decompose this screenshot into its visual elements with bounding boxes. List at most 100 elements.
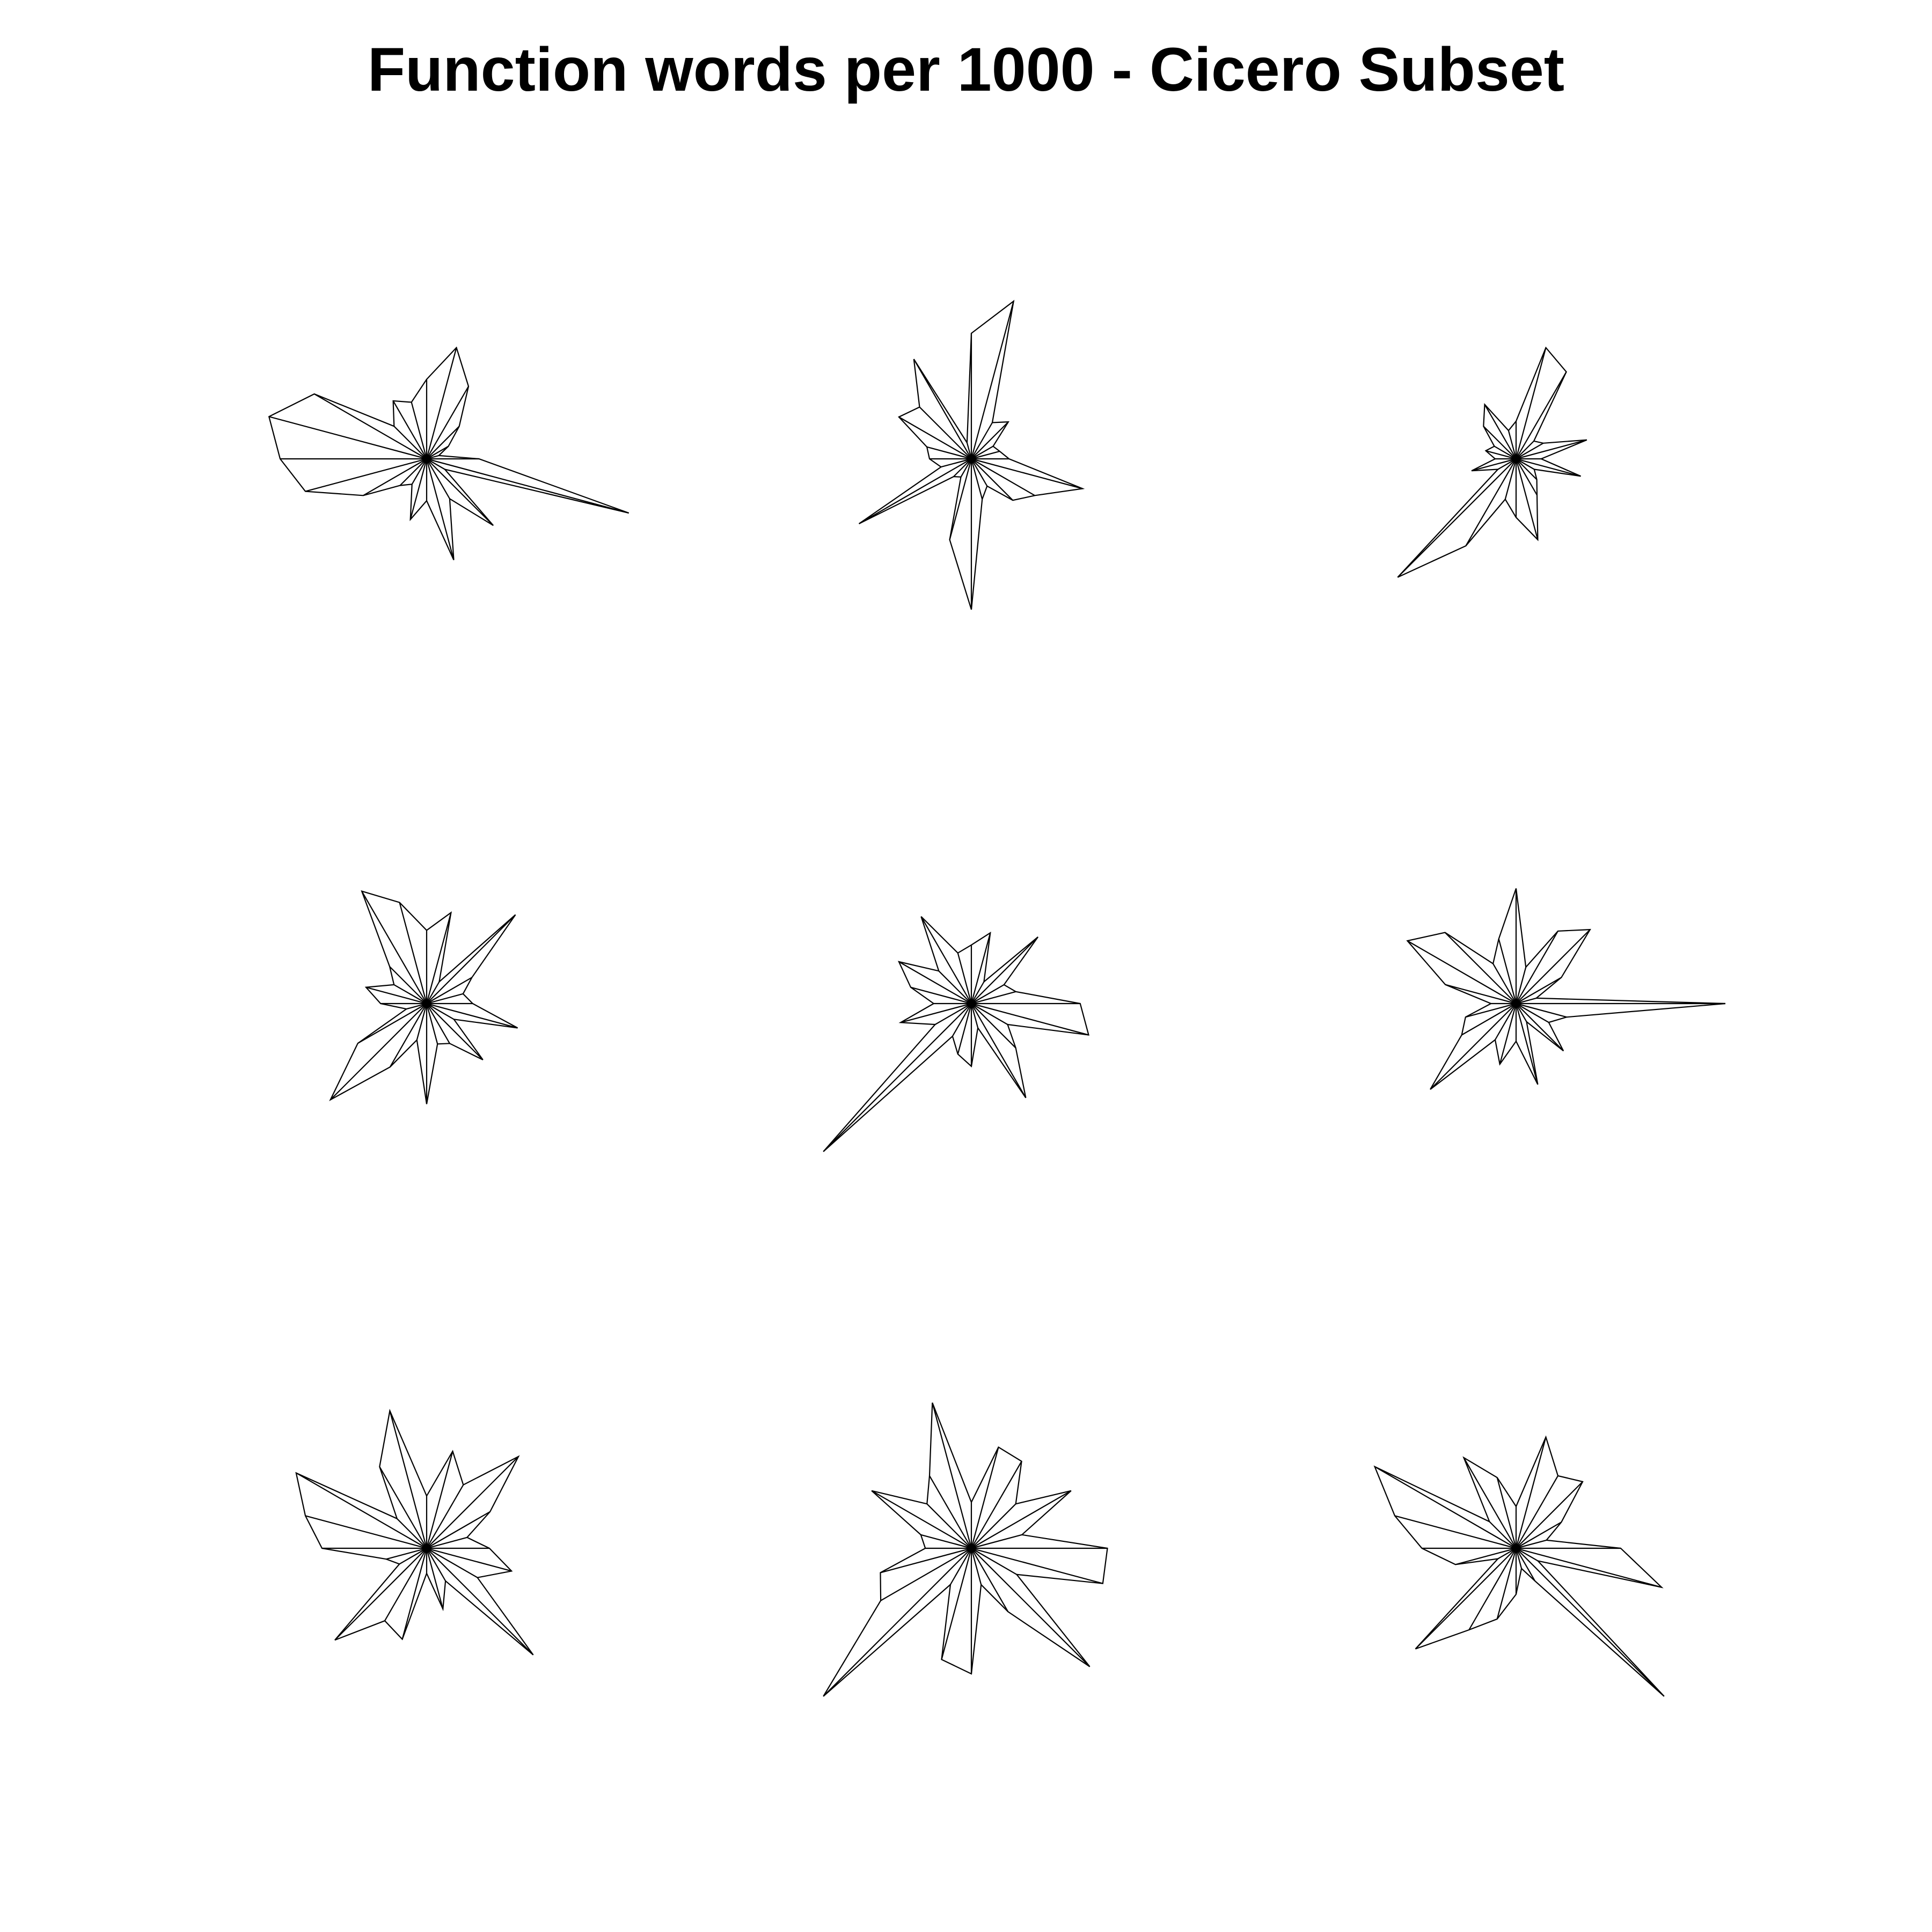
star-spoke-20 xyxy=(970,1003,979,1028)
star-spoke-4 xyxy=(426,914,516,1004)
star-spoke-18 xyxy=(1504,458,1517,500)
star-spoke-10 xyxy=(389,966,427,1004)
star-spoke-24 xyxy=(426,1002,518,1029)
star-spoke-10 xyxy=(926,1503,972,1549)
star-spoke-12 xyxy=(926,446,972,460)
star-spoke-17 xyxy=(950,1548,972,1585)
star-spoke-16 xyxy=(823,1548,972,1697)
star-spoke-24 xyxy=(1516,1547,1662,1588)
star-spoke-17 xyxy=(960,458,972,478)
star-spoke-6 xyxy=(970,932,991,1004)
star-spoke-22 xyxy=(971,1548,1091,1667)
star-spoke-10 xyxy=(1489,1521,1517,1549)
star-spoke-15 xyxy=(357,1003,427,1044)
star-spoke-12 xyxy=(268,416,427,460)
star-spoke-8 xyxy=(957,953,972,1004)
star-glyph-2 xyxy=(858,299,1085,610)
star-spoke-8 xyxy=(966,442,972,459)
star-spoke-20 xyxy=(1515,458,1539,540)
star-spoke-21 xyxy=(426,1548,447,1582)
star-spoke-15 xyxy=(1461,1003,1517,1036)
star-spoke-23 xyxy=(426,1548,478,1578)
star-spoke-5 xyxy=(1516,371,1567,459)
star-spoke-23 xyxy=(1516,458,1535,470)
star-spoke-9 xyxy=(920,916,972,1004)
star-spoke-15 xyxy=(859,458,972,524)
star-spoke-15 xyxy=(363,458,427,496)
star-spoke-22 xyxy=(1516,458,1538,480)
star-spoke-20 xyxy=(426,458,455,560)
star-spoke-6 xyxy=(426,347,457,459)
star-spoke-6 xyxy=(1515,347,1547,459)
star-spoke-6 xyxy=(1515,967,1527,1004)
star-spoke-10 xyxy=(919,406,972,459)
star-spoke-2 xyxy=(971,450,1000,460)
star-spoke-3 xyxy=(971,984,1005,1004)
star-spoke-15 xyxy=(1497,458,1517,470)
star-spoke-14 xyxy=(1455,1547,1517,1565)
star-outline xyxy=(268,346,630,560)
star-spoke-5 xyxy=(1516,931,1558,1004)
star-spoke-11 xyxy=(1407,940,1517,1004)
star-spoke-4 xyxy=(1516,929,1591,1004)
star-spoke-11 xyxy=(314,393,427,459)
star-spoke-3 xyxy=(971,445,994,459)
star-spoke-2 xyxy=(971,1534,1022,1549)
star-glyph-5 xyxy=(823,916,1089,1152)
star-spoke-14 xyxy=(1471,458,1517,472)
star-spoke-14 xyxy=(305,458,427,492)
star-spoke-24 xyxy=(426,458,629,514)
star-glyph-4 xyxy=(329,890,518,1104)
star-spoke-3 xyxy=(1516,1521,1562,1549)
star-outline xyxy=(295,1409,534,1656)
star-spoke-18 xyxy=(949,458,972,540)
star-spoke-22 xyxy=(1516,1548,1665,1697)
star-spoke-10 xyxy=(938,970,972,1004)
star-spoke-9 xyxy=(1463,1457,1517,1549)
star-spoke-15 xyxy=(934,1003,972,1025)
star-spoke-10 xyxy=(1483,426,1517,459)
star-spoke-10 xyxy=(393,426,427,459)
star-spoke-5 xyxy=(971,422,993,459)
star-spoke-12 xyxy=(910,986,972,1005)
star-spoke-22 xyxy=(426,1548,534,1656)
star-spoke-3 xyxy=(1516,442,1544,459)
chart-title: Function words per 1000 - Cicero Subset xyxy=(367,35,1565,104)
star-spoke-14 xyxy=(406,1002,427,1010)
star-spoke-9 xyxy=(929,1475,972,1549)
star-spoke-17 xyxy=(411,458,427,485)
star-outline xyxy=(1397,346,1587,578)
star-outline xyxy=(1373,1435,1665,1697)
star-spoke-4 xyxy=(426,426,460,459)
star-spoke-3 xyxy=(971,1490,1072,1549)
star-spoke-16 xyxy=(953,458,972,477)
star-spoke-5 xyxy=(971,1461,1022,1549)
star-spoke-4 xyxy=(426,1456,519,1549)
star-spoke-6 xyxy=(426,912,452,1004)
star-spoke-18 xyxy=(416,1003,428,1041)
star-spoke-8 xyxy=(389,1410,428,1549)
star-spoke-21 xyxy=(1516,1548,1536,1582)
star-spoke-9 xyxy=(1484,404,1517,459)
star-spoke-21 xyxy=(1516,1003,1527,1022)
star-spoke-21 xyxy=(971,1548,1009,1612)
star-spoke-6 xyxy=(1515,1437,1547,1549)
star-spoke-12 xyxy=(1394,1515,1517,1549)
star-spoke-9 xyxy=(392,400,427,459)
star-spoke-14 xyxy=(941,458,972,468)
star-spoke-17 xyxy=(1465,458,1517,546)
star-spoke-23 xyxy=(971,1003,1008,1025)
star-spoke-10 xyxy=(1444,932,1517,1004)
star-spoke-12 xyxy=(1485,450,1517,460)
star-spoke-22 xyxy=(1516,1003,1564,1051)
star-spoke-5 xyxy=(426,1484,464,1549)
star-spoke-11 xyxy=(296,1472,427,1549)
star-glyph-1 xyxy=(268,346,630,560)
star-spoke-18 xyxy=(401,1548,428,1640)
star-spoke-14 xyxy=(880,1547,972,1574)
star-spoke-17 xyxy=(384,1548,427,1621)
star-spoke-15 xyxy=(399,1548,427,1565)
star-spoke-24 xyxy=(971,1002,1089,1036)
star-spoke-18 xyxy=(1499,1003,1517,1065)
star-spoke-14 xyxy=(1465,1002,1517,1018)
